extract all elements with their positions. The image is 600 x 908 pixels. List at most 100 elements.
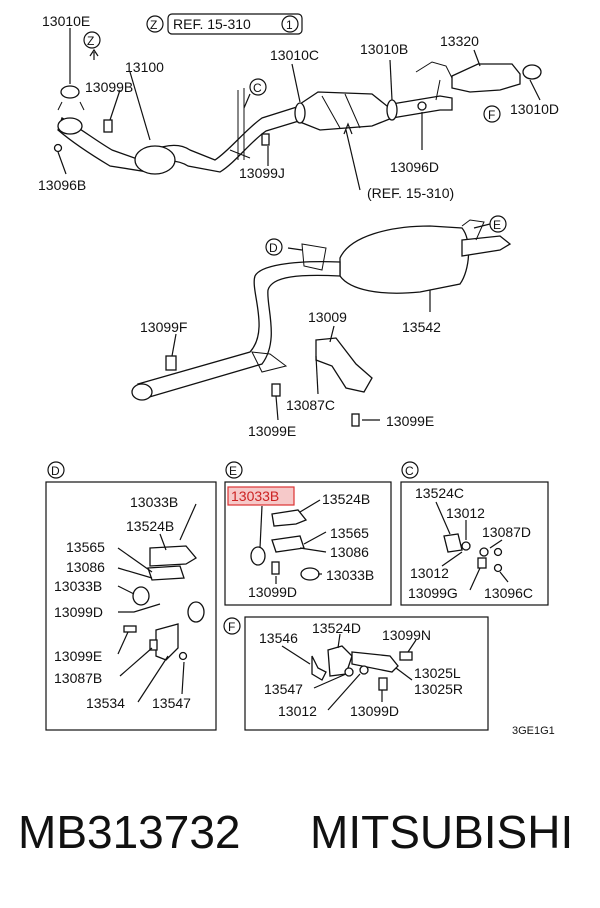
box-e-frame — [224, 481, 392, 606]
box-e-title-circle — [225, 461, 243, 479]
ref-box — [167, 13, 303, 35]
main-muffler-13542 — [339, 225, 470, 294]
front-flange — [57, 117, 83, 135]
label-c-13096C: 13096C — [484, 585, 533, 601]
label-d-13099E: 13099E — [54, 648, 102, 664]
detail-box-c — [400, 461, 549, 606]
sub-muffler-13320 — [451, 63, 521, 93]
part-number: MB313732 — [18, 806, 241, 858]
label-f-13025L: 13025L — [414, 665, 461, 681]
nut-13096B — [53, 143, 63, 153]
leader-d — [287, 247, 303, 251]
gasket-13010C — [294, 102, 306, 124]
leader-13547-f — [313, 673, 347, 689]
leader-ref — [345, 129, 361, 191]
leader-13012-f — [327, 673, 361, 711]
leader-13524C — [435, 501, 451, 535]
label-d-13086: 13086 — [66, 559, 105, 575]
leader-13099E-d — [117, 631, 129, 655]
leader-13087D — [489, 539, 503, 549]
detail-box-f — [223, 616, 489, 731]
label-d-circle: D — [269, 241, 278, 255]
bolt-13099J — [261, 133, 270, 146]
leader-13320 — [473, 49, 481, 67]
label-c-13012-b: 13012 — [410, 565, 449, 581]
nut-13087D — [493, 547, 503, 557]
label-f-13546: 13546 — [259, 630, 298, 646]
nut-13012-a — [461, 541, 471, 551]
bolt-13099B — [103, 119, 113, 133]
labels-box-f: F 13546 13524D 13099N 13025L 13025R 1354… — [228, 620, 463, 719]
label-f-13099N: 13099N — [382, 627, 431, 643]
leader-13096C — [499, 571, 509, 583]
label-e-13099D: 13099D — [248, 584, 297, 600]
leader-13033B-hl — [259, 505, 263, 549]
flange-bolts — [57, 101, 85, 111]
bolt-13099G — [477, 557, 487, 569]
label-box-d-title: D — [51, 464, 60, 478]
leader-13086-d — [117, 567, 153, 579]
leader-13099B — [109, 89, 121, 121]
rubber-13546 — [311, 655, 327, 681]
gasket-13033B-d — [132, 586, 150, 606]
leader-13099E-a — [275, 395, 279, 421]
bracket-13524B-e — [271, 509, 308, 527]
label-d-13099D: 13099D — [54, 604, 103, 620]
arrow-up — [89, 48, 99, 60]
box-c-frame — [400, 481, 549, 606]
label-13099B: 13099B — [85, 79, 133, 95]
leader-e — [473, 223, 491, 229]
label-c-13087D: 13087D — [482, 524, 531, 540]
leader-13033B-d-a — [179, 503, 197, 541]
label-f-13524D: 13524D — [312, 620, 361, 636]
exhaust-diagram: 13010E Z REF. 15-310 1 Z 13100 13099B C … — [38, 13, 559, 737]
gasket-13033B-e — [250, 546, 266, 566]
label-c-13524C: 13524C — [415, 485, 464, 501]
ref-number-circle — [281, 15, 299, 33]
label-f-circle: F — [488, 108, 495, 122]
bracket-13534 — [155, 623, 179, 661]
label-13099E-b: 13099E — [386, 413, 434, 429]
label-e-13033B-highlight: 13033B — [231, 488, 279, 504]
leader-c — [243, 93, 251, 109]
bracket-13524C — [443, 533, 463, 553]
label-d-13565: 13565 — [66, 539, 105, 555]
ring-13033B-d — [187, 601, 205, 623]
leader-13565-e — [303, 531, 327, 545]
label-diagram-code: 3GE1G1 — [512, 725, 555, 737]
leader-13087C — [315, 355, 319, 395]
bolt-13099D-f — [378, 677, 388, 691]
label-13320: 13320 — [440, 33, 479, 49]
bolt-13099E — [351, 413, 360, 427]
label-13099E-a: 13099E — [248, 423, 296, 439]
leader-13012-b — [441, 551, 463, 567]
nut-13096D — [417, 101, 427, 111]
z-circle-small — [83, 31, 101, 49]
pipe-hanger — [251, 351, 288, 373]
bracket-13009 — [315, 337, 373, 393]
bolt-13099N — [399, 651, 413, 661]
label-e-13033B: 13033B — [326, 567, 374, 583]
leader-13099G — [469, 567, 481, 591]
leader-13010C — [291, 63, 301, 103]
label-d-13547: 13547 — [152, 695, 191, 711]
leader-13010D — [529, 79, 541, 101]
labels-box-d: D 13033B 13524B 13565 13086 13033B 13099… — [51, 464, 191, 711]
hanger-e — [461, 219, 485, 241]
label-f-13025R: 13025R — [414, 681, 463, 697]
leader-13099D-d — [118, 603, 161, 613]
brand-name: MITSUBISHI — [310, 806, 574, 858]
intermediate-pipe — [137, 260, 341, 399]
d-circle — [265, 238, 283, 256]
label-13009: 13009 — [308, 309, 347, 325]
front-exhaust-assembly — [53, 28, 542, 191]
nut-13087C — [271, 383, 281, 397]
leader-13524B-e — [299, 499, 321, 513]
detail-box-d — [45, 461, 217, 731]
label-13100: 13100 — [125, 59, 164, 75]
e-circle — [489, 215, 507, 233]
label-c-13012-a: 13012 — [446, 505, 485, 521]
label-e-13524B: 13524B — [322, 491, 370, 507]
leader-13100 — [129, 71, 151, 141]
label-13096B: 13096B — [38, 177, 86, 193]
